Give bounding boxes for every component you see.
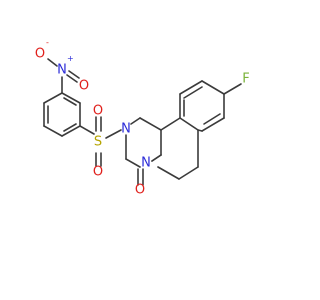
ring-nitrogen-lactam: N	[141, 156, 151, 171]
fluorine-atom: F	[242, 72, 249, 87]
bond	[201, 117, 225, 132]
nitro-nitrogen: N	[57, 63, 67, 78]
bond	[43, 92, 63, 104]
bond	[43, 125, 63, 137]
bond	[63, 123, 77, 132]
bond	[183, 86, 203, 99]
molecule-diagram: O - N + O S O O N N O F	[35, 38, 250, 198]
bond	[179, 117, 199, 131]
bond	[47, 58, 58, 67]
bond	[105, 129, 122, 139]
bond	[160, 117, 181, 131]
bond	[178, 166, 199, 180]
bond	[61, 92, 81, 104]
nitro-nitrogen-charge: +	[67, 54, 74, 63]
bond	[201, 80, 225, 95]
bond	[61, 125, 81, 137]
bond	[197, 129, 203, 132]
sulfonyl-oxygen-top: O	[93, 104, 103, 119]
bond	[203, 113, 221, 125]
sulfonyl-oxygen-bottom: O	[93, 165, 103, 180]
bond	[223, 83, 242, 95]
nitro-oxygen-left: O	[35, 47, 45, 62]
carbonyl-oxygen: O	[135, 183, 145, 198]
molecule-structure: O - N + O S O O N N O F	[35, 38, 250, 198]
nitro-oxygen-charge: -	[46, 38, 49, 47]
bond	[125, 158, 141, 168]
bond-layer	[43, 58, 242, 186]
bond	[179, 80, 203, 95]
bond	[130, 117, 141, 125]
bond	[68, 70, 80, 79]
bond	[66, 74, 78, 83]
sulfur-atom: S	[94, 135, 102, 150]
ring-nitrogen-sulfonyl: N	[121, 122, 131, 137]
bond	[151, 154, 162, 162]
atom-label-layer: O - N + O S O O N N O F	[35, 38, 250, 198]
bond	[139, 117, 162, 131]
bond	[79, 125, 95, 135]
bond	[157, 166, 180, 180]
bond	[63, 97, 77, 106]
nitro-oxygen-bottom: O	[79, 79, 89, 94]
